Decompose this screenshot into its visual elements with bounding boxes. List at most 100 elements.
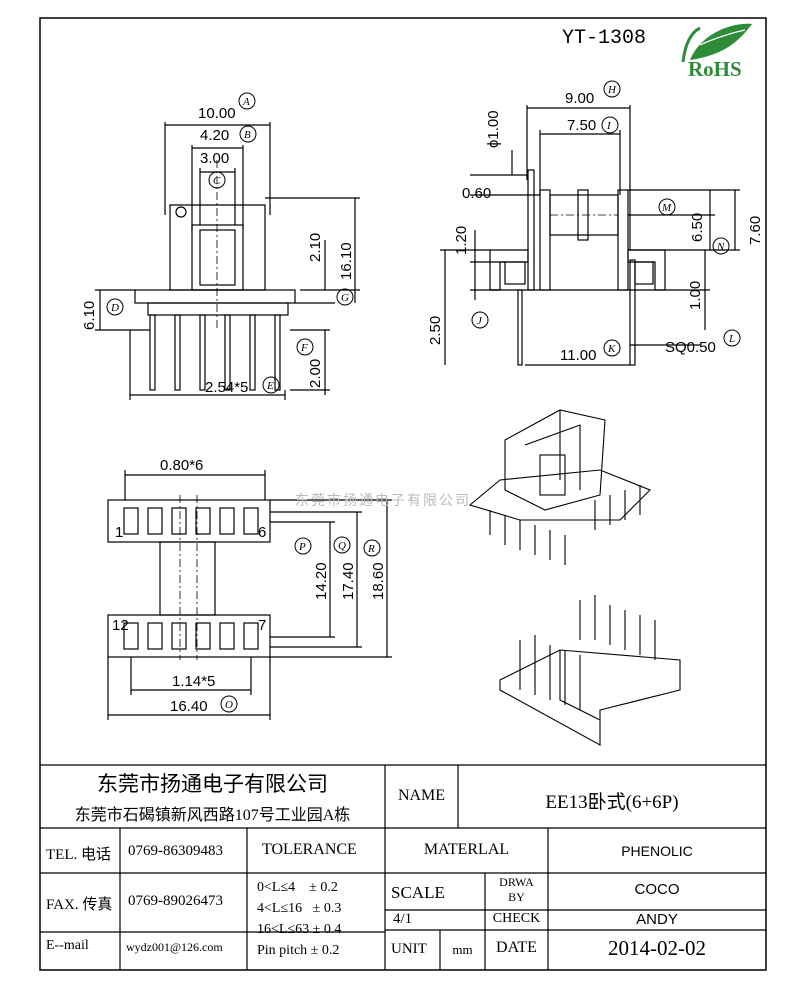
callout-c: C	[208, 171, 226, 189]
svg-text:O: O	[225, 699, 233, 711]
email-label: E--mail	[46, 938, 89, 953]
svg-text:B: B	[244, 129, 251, 141]
dim-side-dia: ϕ1.00	[485, 110, 502, 148]
tel-value: 0769-86309483	[128, 843, 223, 859]
callout-g: G	[336, 288, 354, 306]
svg-text:I: I	[606, 120, 612, 132]
svg-text:N: N	[716, 241, 725, 253]
dim-bottom-16-40: 16.40	[170, 698, 208, 715]
scale-value: 4/1	[393, 911, 413, 927]
dim-side-11-00: 11.00	[560, 347, 596, 364]
side-view	[440, 105, 740, 366]
front-view-dims: 10.00 4.20 3.00 2.10 16.10 6.10 2.00 2.5…	[81, 105, 355, 396]
dim-front-4-20: 4.20	[200, 127, 229, 144]
callout-circles: A B C D E F G H I J K L M N O P Q R	[106, 80, 741, 713]
dim-front-3-00: 3.00	[200, 150, 229, 167]
callout-h: H	[603, 80, 621, 98]
callout-b: B	[239, 125, 257, 143]
tolerance-row-4: Pin pitch ± 0.2	[257, 943, 340, 958]
watermark-text: 东莞市扬通电子有限公司	[295, 492, 471, 509]
dim-side-2-50: 2.50	[427, 316, 444, 345]
unit-label: UNIT	[391, 941, 427, 957]
front-view	[95, 122, 360, 400]
svg-text:A: A	[242, 96, 250, 108]
dim-front-pitch: 2.54*5	[205, 379, 248, 396]
title-block-grid	[40, 764, 766, 970]
callout-e: E	[262, 376, 280, 394]
date-value: 2014-02-02	[608, 936, 706, 960]
drwa-label-line2: BY	[508, 890, 525, 904]
dim-bottom-18-60: 18.60	[370, 562, 387, 600]
rohs-logo: RoHS	[681, 23, 752, 81]
tolerance-row-1: 0<L≤4 ± 0.2	[257, 880, 338, 895]
callout-q: Q	[333, 536, 351, 554]
pin-label-12: 12	[112, 617, 129, 634]
callout-i: I	[601, 116, 619, 134]
svg-text:M: M	[661, 202, 672, 214]
date-label: DATE	[496, 939, 537, 956]
fax-value: 0769-89026473	[128, 893, 223, 909]
rohs-text: RoHS	[688, 57, 742, 81]
callout-d: D	[106, 298, 124, 316]
bottom-view-dims: 0.80*6 1 6 12 7 14.20 17.40 18.60 1.14*5…	[112, 457, 387, 715]
dim-bottom-0-80x6: 0.80*6	[160, 457, 203, 474]
drwa-label: DRWA BY	[485, 875, 548, 905]
callout-j: J	[471, 311, 489, 329]
pin-label-1: 1	[115, 524, 123, 541]
dim-side-6-50: 6.50	[689, 213, 706, 242]
bottom-pads-top	[123, 507, 259, 535]
svg-text:K: K	[607, 343, 616, 355]
company-name: 东莞市扬通电子有限公司	[97, 772, 328, 796]
material-label: MATERLAL	[423, 841, 510, 858]
dim-side-0-60: 0.60	[462, 185, 491, 202]
name-label: NAME	[397, 787, 446, 804]
material-value: PHENOLIC	[621, 843, 693, 859]
svg-text:L: L	[728, 333, 735, 345]
front-pins	[149, 314, 281, 391]
dim-side-1-00: 1.00	[687, 281, 704, 310]
bottom-pads-bottom	[123, 622, 259, 650]
email-value: wydz001@126.com	[126, 940, 223, 954]
name-value: EE13卧式(6+6P)	[545, 792, 679, 813]
callout-a: A	[238, 92, 256, 110]
pin-label-6: 6	[258, 524, 266, 541]
callout-f: F	[296, 338, 314, 356]
callout-r: R	[363, 539, 381, 557]
dim-bottom-pitch: 1.14*5	[172, 673, 215, 690]
svg-text:Q: Q	[338, 540, 346, 552]
svg-text:D: D	[110, 302, 119, 314]
tel-label: TEL. 电话	[46, 847, 111, 863]
svg-text:C: C	[213, 175, 221, 187]
tolerance-label: TOLERANCE	[262, 841, 357, 858]
svg-text:J: J	[477, 315, 483, 327]
dim-side-7-50: 7.50	[567, 117, 596, 134]
side-view-dims: 9.00 7.50 ϕ1.00 0.60 1.20 6.50 7.60 1.00…	[427, 90, 764, 364]
dim-front-2-00: 2.00	[307, 359, 324, 388]
dim-side-1-20: 1.20	[453, 226, 470, 255]
callout-n: N	[712, 237, 730, 255]
callout-o: O	[220, 695, 238, 713]
dim-front-16-10: 16.10	[338, 242, 355, 280]
unit-value: mm	[452, 942, 473, 957]
tolerance-row-3: 16<L≤63 ± 0.4	[257, 922, 342, 937]
svg-text:H: H	[607, 84, 617, 96]
scale-label: SCALE	[391, 883, 445, 902]
tolerance-row-2: 4<L≤16 ± 0.3	[257, 901, 342, 916]
drwa-value: COCO	[634, 881, 680, 898]
sheet-border	[39, 17, 767, 971]
callout-p: P	[294, 537, 312, 555]
svg-text:R: R	[367, 543, 375, 555]
svg-text:F: F	[300, 342, 308, 354]
fax-label: FAX. 传真	[46, 897, 113, 913]
svg-text:E: E	[266, 380, 274, 392]
iso-view-top	[468, 409, 651, 565]
dim-bottom-14-20: 14.20	[313, 562, 330, 600]
dim-front-10-00: 10.00	[198, 105, 236, 122]
pin-label-7: 7	[258, 617, 266, 634]
callout-k: K	[603, 339, 621, 357]
dim-front-6-10: 6.10	[81, 301, 98, 330]
part-number: YT-1308	[562, 27, 646, 50]
iso-view-bottom	[499, 595, 681, 746]
svg-text:P: P	[298, 541, 306, 553]
